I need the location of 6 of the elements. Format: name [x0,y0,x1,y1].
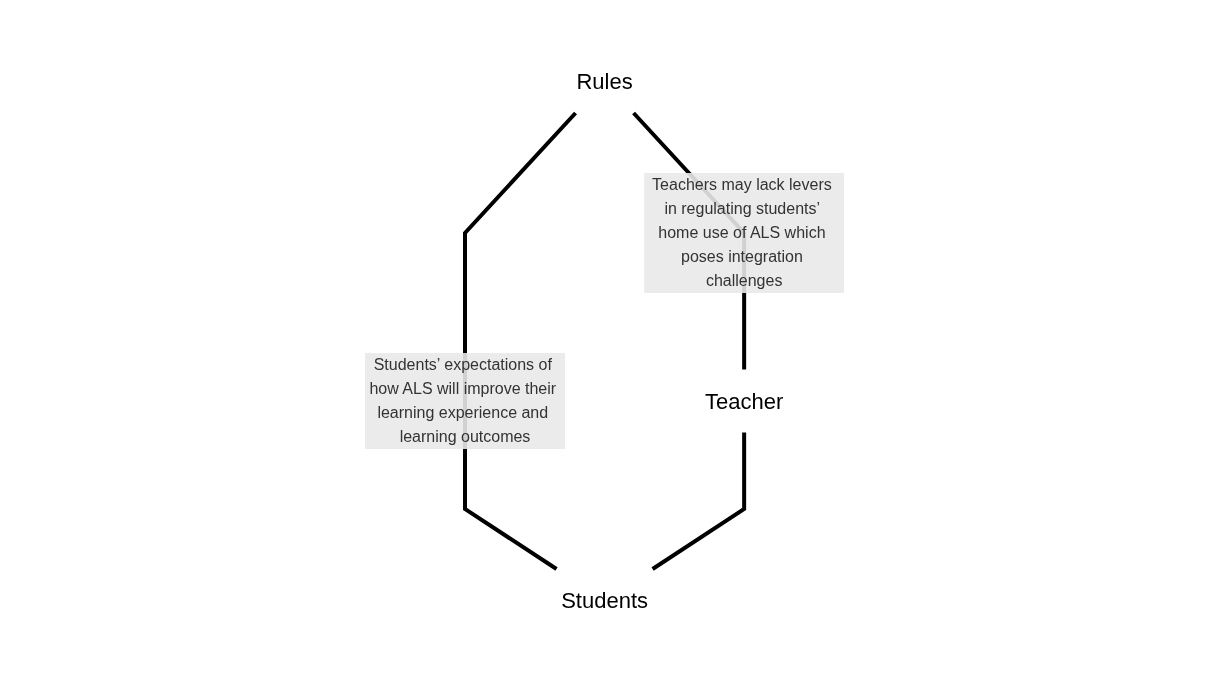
edge-label: Students’ expectations of how ALS will improve their learning experience and learning outcomes [369,356,557,445]
node-text: Rules [576,69,633,94]
node-text: Students [561,588,648,613]
connector [651,432,747,571]
node-text: Teacher [704,388,784,414]
edge-label: Teachers may lack levers in regulating students’ home use of ALS which poses integration challenges [652,176,832,289]
